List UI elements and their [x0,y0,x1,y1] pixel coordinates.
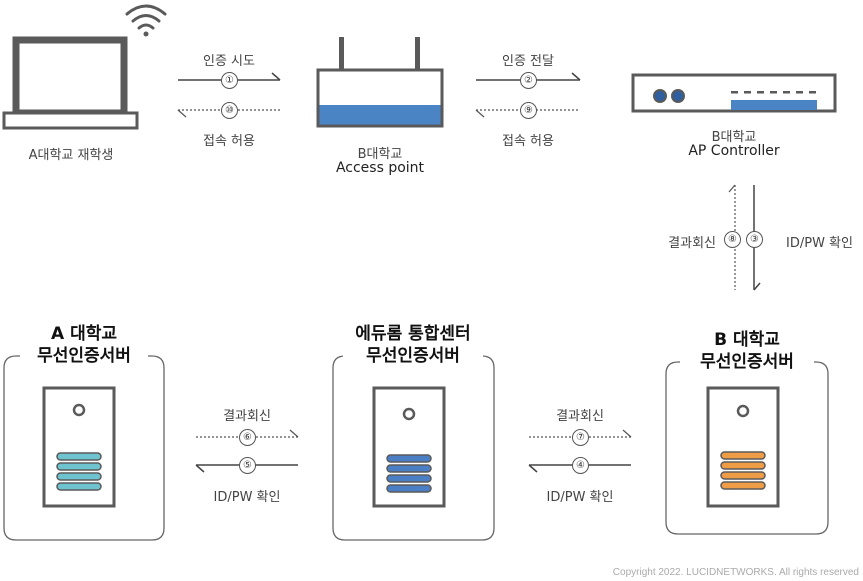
auth-forward-label: 인증 전달 [502,54,554,69]
auth-attempt-label: 인증 시도 [203,54,255,69]
server-hub-title-2: 무선인증서버 [343,346,483,367]
server-b-box [665,361,829,535]
server-a-title-2: 무선인증서버 [20,346,148,367]
wifi-icon [125,4,167,37]
server-a-tower [42,386,116,508]
router-icon [316,37,444,128]
step-3-badge: ③ [746,231,763,248]
arrow-result-reply-a [196,429,299,438]
access-allow-label-2: 접속 허용 [502,134,554,149]
step-9-badge: ⑨ [520,102,537,119]
step-5-badge: ⑤ [239,457,256,474]
step-4-badge: ④ [572,457,589,474]
server-a-title-1: A 대학교 [51,324,117,344]
server-hub-tower [372,386,446,508]
ctrl-name-label: AP Controller [688,143,780,159]
student-label: A대학교 재학생 [28,148,114,163]
ap-controller-icon [631,73,837,113]
ctrl-org-label: B대학교 [711,130,757,145]
idpw-check-a-label: ID/PW 확인 [213,490,281,505]
step-1-badge: ① [221,72,238,89]
step-7-badge: ⑦ [572,429,589,446]
arrow-result-reply-b [529,429,632,438]
server-b-title-1: B 대학교 [714,330,780,350]
step-6-badge: ⑥ [239,429,256,446]
result-reply-a-label: 결과회신 [223,409,271,424]
server-a-box [3,355,165,541]
arrow-access-allow-1 [177,109,280,118]
step-8-badge: ⑧ [724,231,741,248]
step-2-badge: ② [520,72,537,89]
ap-name-label: Access point [335,160,425,176]
laptop-icon [2,36,139,130]
server-b-tower [706,386,780,508]
idpw-check-ctrl-label: ID/PW 확인 [786,236,853,251]
result-reply-ctrl-label: 결과회신 [668,236,716,251]
access-allow-label-1: 접속 허용 [203,134,255,149]
ap-org-label: B대학교 [357,147,403,162]
result-reply-b-label: 결과회신 [556,409,604,424]
copyright-text: Copyright 2022. LUCIDNETWORKS. All right… [612,567,859,578]
step-10-badge: ⑩ [221,102,238,119]
server-b-title-2: 무선인증서버 [680,352,814,373]
server-hub-title-1: 에듀롬 통합센터 [355,324,471,344]
idpw-check-b-label: ID/PW 확인 [546,490,614,505]
server-hub-box [332,355,495,541]
